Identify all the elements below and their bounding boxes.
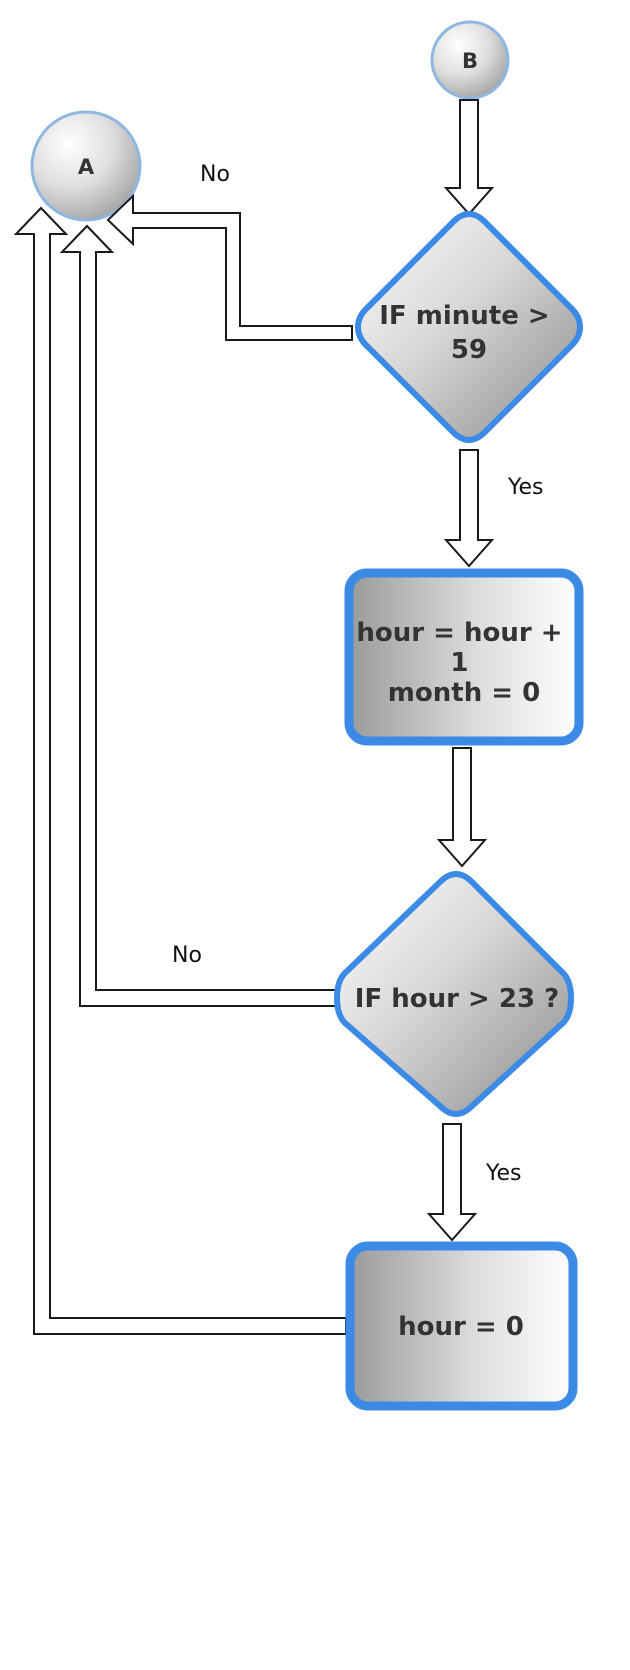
process-increment-line-2: 1	[450, 648, 468, 678]
decision-hour-text: IF hour > 23 ?	[355, 984, 559, 1014]
connector-a-label: A	[78, 155, 95, 179]
arrow-b-to-minute-check	[443, 99, 495, 216]
edge-label-minute-yes: Yes	[507, 475, 544, 500]
decision-hour: IF hour > 23 ?	[333, 870, 575, 1118]
connector-a: A	[30, 110, 142, 222]
edge-label-hour-no: No	[172, 943, 202, 968]
edge-label-hour-yes: Yes	[485, 1161, 522, 1186]
process-increment-hour-text: hour = hour + 1 month = 0	[356, 618, 571, 708]
arrow-hour-yes-to-reset	[426, 1123, 478, 1242]
connector-b-label: B	[462, 49, 478, 73]
decision-minute-line-1: IF minute >	[379, 301, 549, 331]
process-increment-line-3: month = 0	[388, 678, 540, 708]
process-increment-line-1: hour = hour +	[356, 618, 562, 648]
decision-minute: IF minute > 59	[354, 210, 584, 444]
arrow-minute-yes-to-increment	[443, 449, 495, 568]
arrow-minute-no-to-a	[106, 193, 353, 341]
process-reset-hour-text: hour = 0	[398, 1312, 524, 1342]
decision-minute-text: IF minute > 59	[379, 301, 558, 365]
arrow-reset-to-a	[13, 206, 347, 1335]
process-increment-hour: hour = hour + 1 month = 0	[344, 568, 584, 746]
decision-minute-line-2: 59	[451, 335, 487, 365]
edge-label-minute-no: No	[200, 162, 230, 187]
connector-b: B	[430, 20, 510, 100]
arrow-increment-to-hour-check	[436, 747, 488, 868]
process-reset-hour: hour = 0	[345, 1241, 578, 1411]
arrow-hour-no-to-a	[59, 224, 339, 1007]
